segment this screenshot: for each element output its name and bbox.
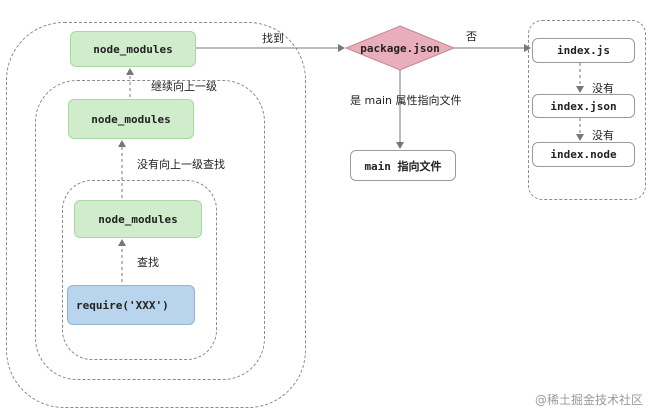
index-files-container [528,20,646,200]
outer-scope-container [6,22,306,408]
require-call: require('XXX') [67,285,195,325]
middle-scope-container [35,80,265,380]
label-not-found-up: 没有向上一级查找 [137,158,225,171]
watermark: @稀土掘金技术社区 [534,393,643,407]
label-found: 找到 [262,32,284,45]
node-modules-inner: node_modules [74,200,202,238]
index-js-node: index.js [532,38,635,63]
label-continue-up: 继续向上一级 [151,80,217,93]
index-node-node: index.node [532,142,635,167]
label-yes-main: 是 main 属性指向文件 [350,94,462,107]
index-json-node: index.json [532,94,635,118]
main-file-node: main 指向文件 [350,150,456,181]
package-json-label: package.json [360,41,440,55]
label-no: 否 [466,30,477,43]
label-none-2: 没有 [592,129,614,142]
label-none-1: 没有 [592,82,614,95]
inner-scope-container [62,180,217,360]
label-lookup: 查找 [137,256,159,269]
node-modules-middle: node_modules [68,99,194,139]
node-modules-outer: node_modules [70,31,196,67]
